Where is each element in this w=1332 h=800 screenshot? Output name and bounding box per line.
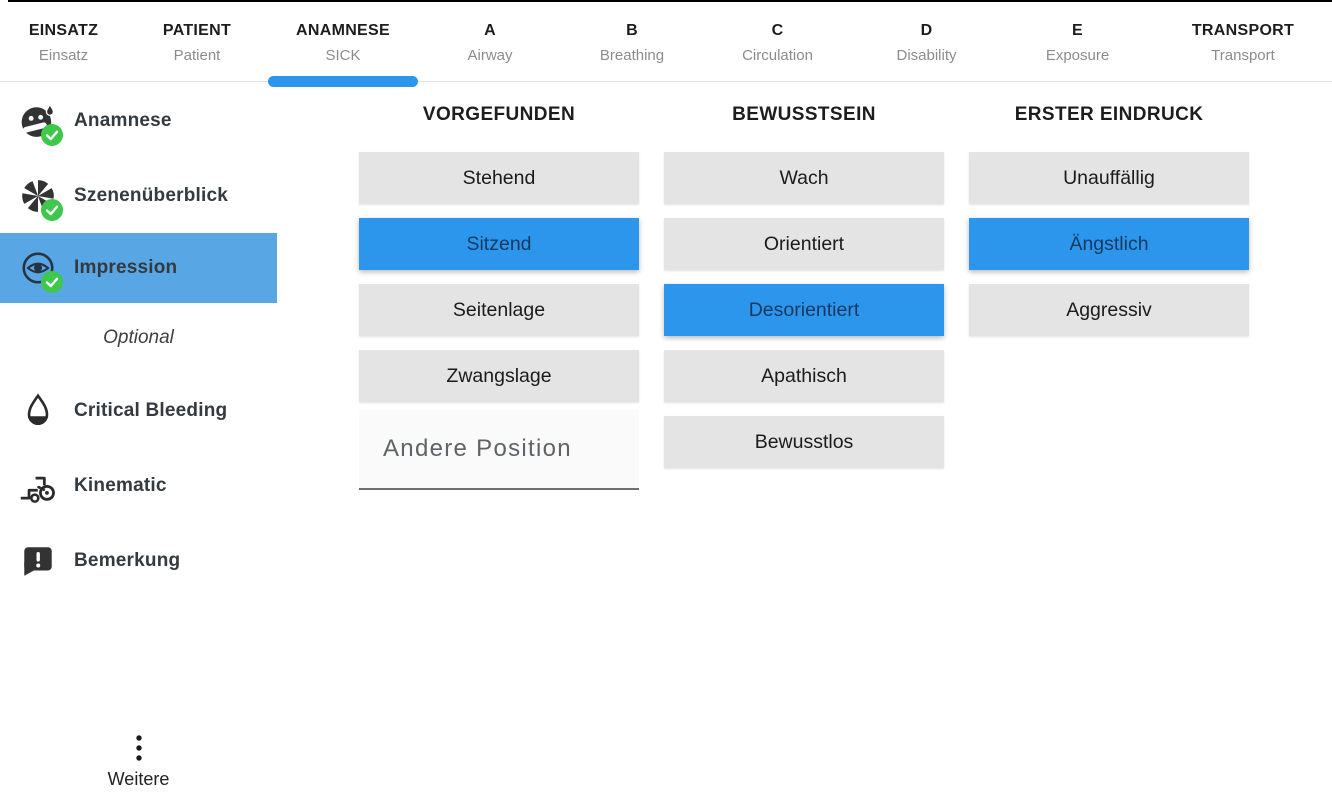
tab-patient[interactable]: PATIENT Patient: [127, 2, 267, 81]
bike-crash-icon: [19, 467, 57, 505]
sidebar: Anamnese: [0, 83, 277, 598]
tab-circulation[interactable]: C Circulation: [703, 2, 852, 81]
tab-secondary-label: Transport: [1211, 46, 1275, 64]
sidebar-item-label: Bemerkung: [74, 549, 181, 571]
sidebar-item-label: Anamnese: [74, 109, 172, 131]
tab-einsatz[interactable]: EINSATZ Einsatz: [0, 2, 127, 81]
eye-lens-icon: [19, 249, 63, 293]
column-title: BEWUSSTSEIN: [732, 104, 876, 125]
active-tab-indicator: [268, 76, 418, 87]
tab-anamnese-active[interactable]: ANAMNESE SICK: [267, 2, 419, 87]
tab-secondary-label: Breathing: [599, 46, 665, 64]
sidebar-item-bemerkung[interactable]: Bemerkung: [0, 523, 277, 598]
tab-secondary-label: Patient: [173, 46, 221, 64]
tab-secondary-label: Circulation: [742, 46, 813, 64]
column-title: ERSTER EINDRUCK: [1014, 104, 1204, 125]
tab-exposure[interactable]: E Exposure: [1001, 2, 1154, 81]
tab-disability[interactable]: D Disability: [852, 2, 1001, 81]
kebab-menu-icon: [135, 735, 142, 761]
tab-secondary-label: Disability: [896, 46, 957, 64]
tab-primary-label: PATIENT: [162, 21, 232, 39]
sidebar-item-label: Szenenüberblick: [74, 184, 228, 206]
option-aggressiv[interactable]: Aggressiv: [969, 284, 1249, 336]
tab-secondary-label: SICK: [325, 46, 361, 64]
sidebar-item-label: Critical Bleeding: [74, 399, 228, 421]
other-position-input[interactable]: [359, 410, 639, 488]
option-stehend[interactable]: Stehend: [359, 152, 639, 204]
sidebar-item-label: Kinematic: [74, 474, 167, 496]
more-menu-label: Weitere: [107, 769, 170, 789]
tab-primary-label: A: [484, 21, 496, 39]
note-warning-icon: [19, 542, 57, 580]
option-desorientiert[interactable]: Desorientiert: [664, 284, 944, 336]
option-apathisch[interactable]: Apathisch: [664, 350, 944, 402]
check-badge-icon: [41, 123, 63, 146]
column-vorgefunden: VORGEFUNDEN Stehend Sitzend Seitenlage Z…: [359, 104, 639, 490]
tab-breathing[interactable]: B Breathing: [561, 2, 703, 81]
option-seitenlage[interactable]: Seitenlage: [359, 284, 639, 336]
blood-drop-icon: [19, 392, 57, 430]
tab-primary-label: ANAMNESE: [296, 21, 390, 39]
option-zwangslage[interactable]: Zwangslage: [359, 350, 639, 402]
sidebar-item-label: Impression: [74, 257, 178, 278]
top-edge-line: [8, 0, 1332, 2]
tab-primary-label: C: [771, 21, 784, 39]
option-bewusstlos[interactable]: Bewusstlos: [664, 416, 944, 468]
sidebar-item-szenenueberblick[interactable]: Szenenüberblick: [0, 158, 277, 233]
option-aengstlich[interactable]: Ängstlich: [969, 218, 1249, 270]
column-erster-eindruck: ERSTER EINDRUCK Unauffällig Ängstlich Ag…: [969, 104, 1249, 350]
tab-primary-label: E: [1072, 21, 1083, 39]
tab-primary-label: B: [626, 21, 638, 39]
tab-secondary-label: Exposure: [1045, 46, 1110, 64]
column-bewusstsein: BEWUSSTSEIN Wach Orientiert Desorientier…: [664, 104, 944, 482]
sidebar-item-critical-bleeding[interactable]: Critical Bleeding: [0, 373, 277, 448]
top-tab-bar: EINSATZ Einsatz PATIENT Patient ANAMNESE…: [0, 2, 1332, 87]
tab-secondary-label: Airway: [467, 46, 513, 64]
optional-section-label: Optional: [103, 327, 174, 348]
tab-transport[interactable]: TRANSPORT Transport: [1154, 2, 1332, 81]
check-badge-icon: [41, 271, 63, 293]
other-position-field-wrap: [359, 410, 639, 490]
column-title: VORGEFUNDEN: [422, 104, 576, 125]
tab-secondary-label: Einsatz: [38, 46, 89, 64]
tab-primary-label: TRANSPORT: [1191, 21, 1295, 39]
more-menu-button[interactable]: Weitere: [0, 734, 277, 790]
sidebar-item-kinematic[interactable]: Kinematic: [0, 448, 277, 523]
sidebar-item-anamnese[interactable]: Anamnese: [0, 83, 277, 158]
option-wach[interactable]: Wach: [664, 152, 944, 204]
sick-face-icon: [19, 102, 63, 146]
check-badge-icon: [41, 198, 63, 221]
option-sitzend[interactable]: Sitzend: [359, 218, 639, 270]
option-unauffaellig[interactable]: Unauffällig: [969, 152, 1249, 204]
tab-airway[interactable]: A Airway: [419, 2, 561, 81]
tab-primary-label: D: [920, 21, 933, 39]
camera-shutter-icon: [19, 177, 63, 221]
tab-primary-label: EINSATZ: [28, 21, 99, 39]
option-orientiert[interactable]: Orientiert: [664, 218, 944, 270]
sidebar-item-impression[interactable]: Impression: [0, 233, 277, 303]
